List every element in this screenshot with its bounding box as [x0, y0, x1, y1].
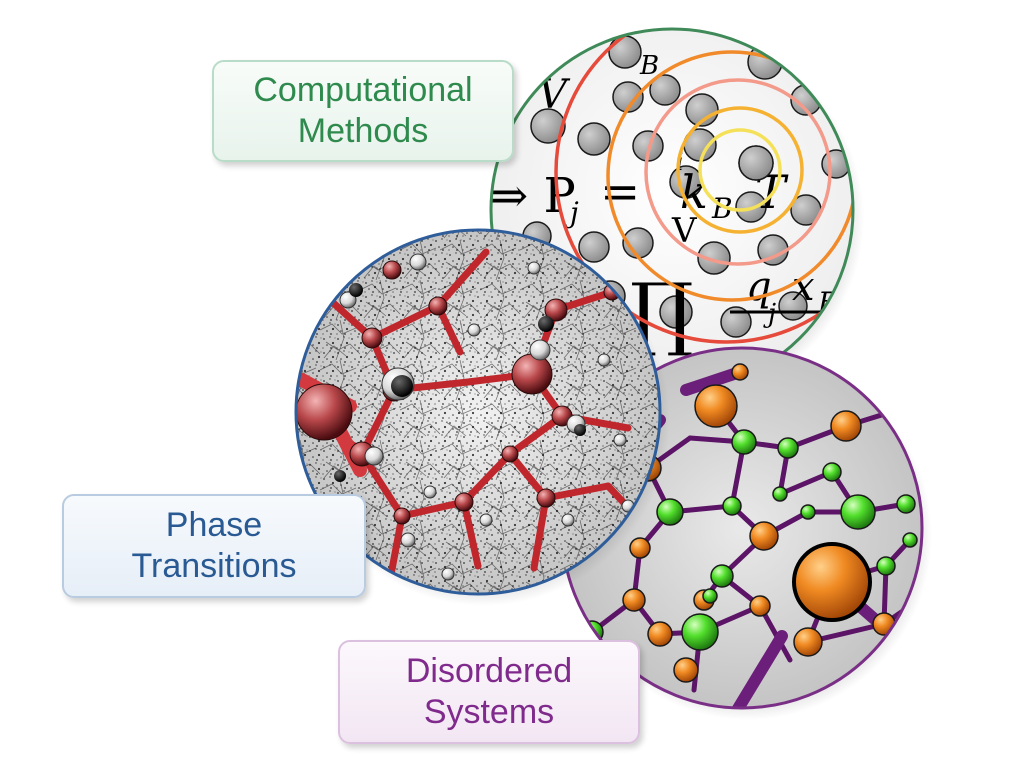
svg-text:q: q: [746, 264, 772, 310]
phase-transitions-label-line1: Phase: [165, 506, 263, 545]
svg-text:x: x: [792, 264, 815, 310]
svg-text:=: =: [600, 164, 640, 220]
svg-text:V: V: [671, 211, 698, 251]
grey-particles: [522, 35, 851, 338]
disordered-systems-label: Disordered Systems: [338, 640, 640, 744]
computational-methods-label: Computational Methods: [212, 60, 514, 162]
phase-transitions-label-line2: Transitions: [131, 547, 297, 585]
svg-text:B: B: [639, 51, 659, 81]
disordered-systems-label-line2: Systems: [423, 693, 555, 731]
black-atoms: [334, 283, 586, 482]
computational-methods-label-line2: Methods: [297, 112, 429, 150]
computational-methods-label-line1: Computational: [253, 71, 473, 110]
phase-transitions-label: Phase Transitions: [62, 494, 366, 598]
equations: V B ⇒ P j = k B T V i ∏ q j x F: [491, 51, 852, 359]
highlight-particle: [738, 145, 774, 181]
phase-transitions-circle: [294, 228, 662, 596]
disordered-systems-label-line1: Disordered: [405, 652, 573, 691]
concentric-rings: [554, 29, 853, 344]
green-atoms: [580, 429, 918, 651]
red-atoms: [296, 260, 621, 525]
